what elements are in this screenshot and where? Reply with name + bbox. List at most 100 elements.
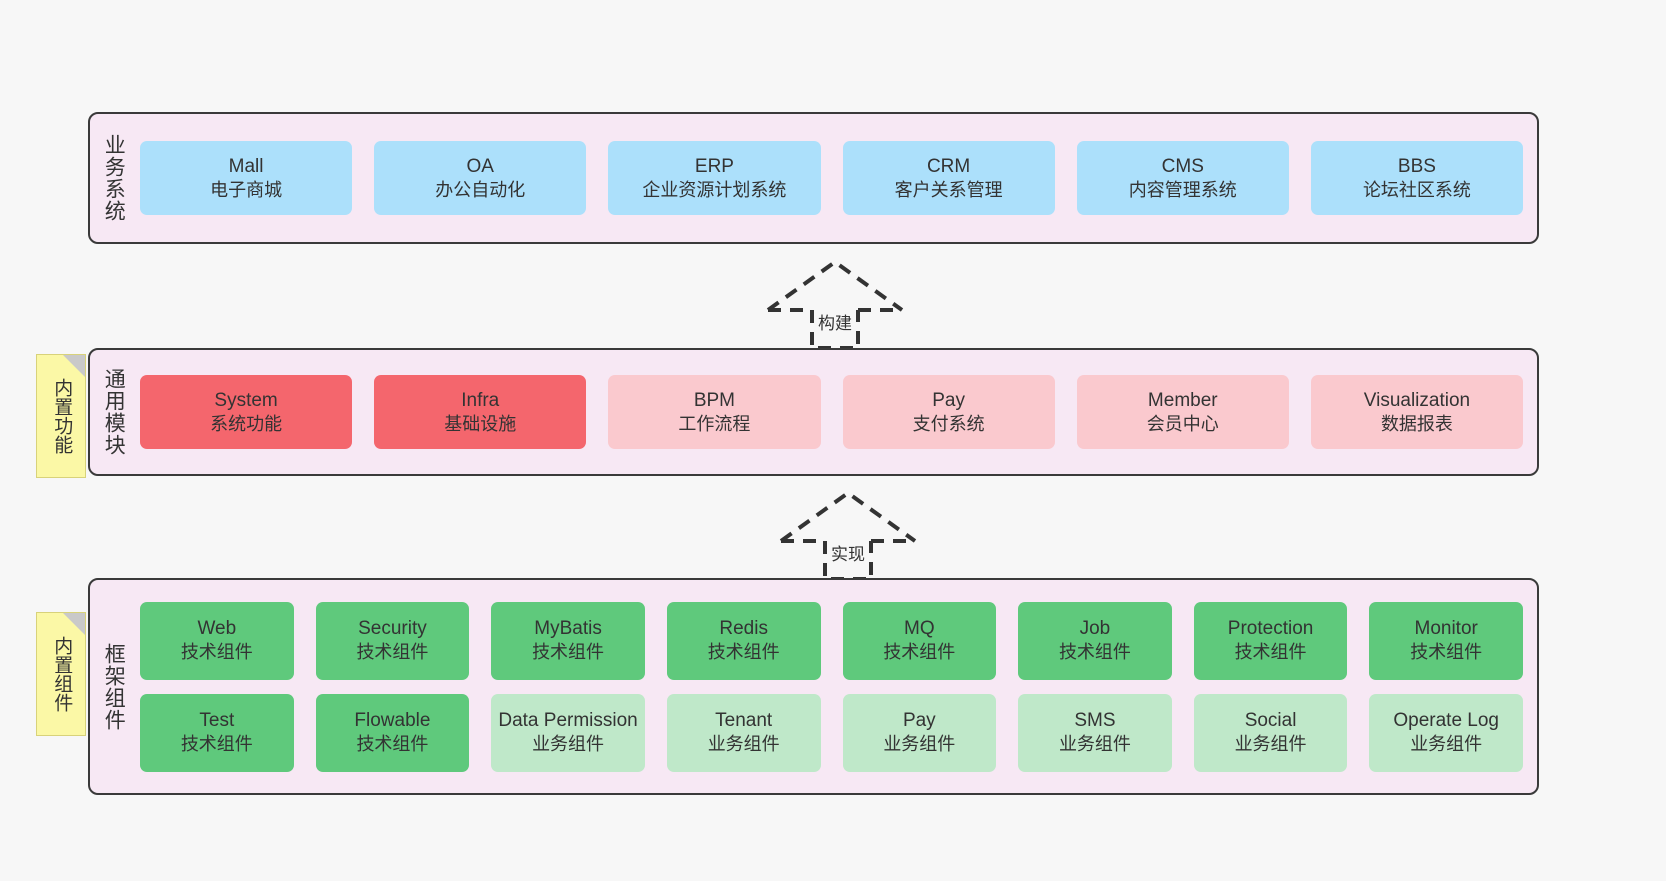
card-title: Protection xyxy=(1227,618,1314,640)
card-subtitle: 客户关系管理 xyxy=(894,179,1003,200)
card-subtitle: 技术组件 xyxy=(180,734,253,755)
card-row: Test 技术组件 Flowable 技术组件 Data Permission … xyxy=(140,693,1523,772)
card-subtitle: 技术组件 xyxy=(1410,642,1483,663)
layer-framework-component: 框架组件 Web 技术组件 Security 技术组件 MyBatis 技术组件… xyxy=(88,578,1539,795)
connector-build: 构建 xyxy=(760,256,910,352)
card-title: CMS xyxy=(1161,155,1204,177)
card-pay-business[interactable]: Pay 业务组件 xyxy=(842,693,997,772)
card-member[interactable]: Member 会员中心 xyxy=(1076,375,1289,449)
card-title: Data Permission xyxy=(498,710,638,732)
card-erp[interactable]: ERP 企业资源计划系统 xyxy=(608,141,821,215)
card-flowable[interactable]: Flowable 技术组件 xyxy=(315,693,470,772)
card-test[interactable]: Test 技术组件 xyxy=(140,693,294,772)
connector-realize: 实现 xyxy=(773,487,923,583)
card-sms[interactable]: SMS 业务组件 xyxy=(1018,693,1172,772)
card-title: Tenant xyxy=(715,710,773,732)
card-monitor[interactable]: Monitor 技术组件 xyxy=(1369,601,1523,680)
card-job[interactable]: Job 技术组件 xyxy=(1018,601,1172,680)
cards-area-framework-component: Web 技术组件 Security 技术组件 MyBatis 技术组件 Redi… xyxy=(136,580,1537,793)
card-subtitle: 技术组件 xyxy=(883,642,956,663)
card-data-permission[interactable]: Data Permission 业务组件 xyxy=(491,693,645,772)
card-subtitle: 会员中心 xyxy=(1146,413,1219,434)
card-title: Visualization xyxy=(1363,389,1471,411)
card-title: Member xyxy=(1147,389,1218,411)
card-title: ERP xyxy=(694,155,734,177)
connector-label-build: 构建 xyxy=(818,314,852,333)
sticky-note-builtin-component: 内置组件 xyxy=(36,612,86,736)
connector-label-realize: 实现 xyxy=(831,545,865,564)
sticky-note-label: 内置组件 xyxy=(51,636,73,712)
card-subtitle: 基础设施 xyxy=(444,413,517,434)
card-protection[interactable]: Protection 技术组件 xyxy=(1193,601,1348,680)
card-infra[interactable]: Infra 基础设施 xyxy=(374,375,587,449)
card-subtitle: 技术组件 xyxy=(532,642,605,663)
card-title: BBS xyxy=(1397,155,1436,177)
card-mybatis[interactable]: MyBatis 技术组件 xyxy=(491,601,645,680)
layer-common-module: 通用模块 System 系统功能 Infra 基础设施 BPM 工作流程 Pay… xyxy=(88,348,1539,476)
card-subtitle: 业务组件 xyxy=(532,734,605,755)
cards-area-business-system: Mall 电子商城 OA 办公自动化 ERP 企业资源计划系统 CRM 客户关系… xyxy=(136,114,1537,242)
card-subtitle: 技术组件 xyxy=(180,642,253,663)
layer-title-common-module: 通用模块 xyxy=(102,368,126,456)
card-subtitle: 业务组件 xyxy=(883,734,956,755)
card-operate-log[interactable]: Operate Log 业务组件 xyxy=(1369,693,1523,772)
card-subtitle: 技术组件 xyxy=(1234,642,1307,663)
sticky-note-label: 内置功能 xyxy=(51,378,73,454)
cards-area-common-module: System 系统功能 Infra 基础设施 BPM 工作流程 Pay 支付系统… xyxy=(136,350,1537,474)
folded-corner-icon xyxy=(63,613,85,635)
card-subtitle: 系统功能 xyxy=(210,413,283,434)
card-title: MQ xyxy=(904,618,935,640)
card-title: CRM xyxy=(926,155,971,177)
card-system[interactable]: System 系统功能 xyxy=(140,375,353,449)
card-row: System 系统功能 Infra 基础设施 BPM 工作流程 Pay 支付系统… xyxy=(140,375,1524,449)
card-subtitle: 论坛社区系统 xyxy=(1362,179,1471,200)
card-subtitle: 业务组件 xyxy=(1410,734,1483,755)
sticky-note-builtin-function: 内置功能 xyxy=(36,354,86,478)
layer-business-system: 业务系统 Mall 电子商城 OA 办公自动化 ERP 企业资源计划系统 CRM… xyxy=(88,112,1539,244)
card-subtitle: 技术组件 xyxy=(707,642,780,663)
layer-title-framework-component: 框架组件 xyxy=(102,642,126,731)
card-title: Pay xyxy=(902,710,936,732)
card-title: Social xyxy=(1244,710,1297,732)
card-subtitle: 技术组件 xyxy=(356,734,429,755)
card-visualization[interactable]: Visualization 数据报表 xyxy=(1310,375,1524,449)
card-social[interactable]: Social 业务组件 xyxy=(1193,693,1348,772)
card-subtitle: 支付系统 xyxy=(912,413,985,434)
card-title: Infra xyxy=(461,389,500,411)
card-title: BPM xyxy=(693,389,736,411)
card-mq[interactable]: MQ 技术组件 xyxy=(842,601,997,680)
card-subtitle: 业务组件 xyxy=(1058,734,1131,755)
card-title: Flowable xyxy=(354,710,431,732)
card-row: Web 技术组件 Security 技术组件 MyBatis 技术组件 Redi… xyxy=(140,601,1523,680)
card-subtitle: 技术组件 xyxy=(356,642,429,663)
card-title: Test xyxy=(199,710,235,732)
card-crm[interactable]: CRM 客户关系管理 xyxy=(842,141,1055,215)
card-subtitle: 技术组件 xyxy=(1058,642,1131,663)
card-title: Redis xyxy=(719,618,768,640)
card-title: Pay xyxy=(932,389,965,411)
card-title: System xyxy=(214,389,278,411)
card-cms[interactable]: CMS 内容管理系统 xyxy=(1076,141,1289,215)
card-title: Monitor xyxy=(1414,618,1478,640)
card-title: OA xyxy=(466,155,494,177)
card-pay[interactable]: Pay 支付系统 xyxy=(842,375,1055,449)
card-subtitle: 业务组件 xyxy=(707,734,780,755)
card-title: Operate Log xyxy=(1393,710,1499,732)
card-subtitle: 业务组件 xyxy=(1234,734,1307,755)
card-web[interactable]: Web 技术组件 xyxy=(140,601,294,680)
card-bbs[interactable]: BBS 论坛社区系统 xyxy=(1310,141,1524,215)
card-security[interactable]: Security 技术组件 xyxy=(315,601,470,680)
card-subtitle: 内容管理系统 xyxy=(1128,179,1237,200)
card-row: Mall 电子商城 OA 办公自动化 ERP 企业资源计划系统 CRM 客户关系… xyxy=(140,141,1524,215)
layer-title-business-system: 业务系统 xyxy=(102,134,126,222)
card-bpm[interactable]: BPM 工作流程 xyxy=(608,375,821,449)
card-mall[interactable]: Mall 电子商城 xyxy=(140,141,353,215)
card-subtitle: 工作流程 xyxy=(678,413,751,434)
card-tenant[interactable]: Tenant 业务组件 xyxy=(666,693,821,772)
folded-corner-icon xyxy=(63,355,85,377)
card-redis[interactable]: Redis 技术组件 xyxy=(666,601,821,680)
card-title: Mall xyxy=(228,155,264,177)
card-subtitle: 企业资源计划系统 xyxy=(642,179,787,200)
card-oa[interactable]: OA 办公自动化 xyxy=(374,141,587,215)
